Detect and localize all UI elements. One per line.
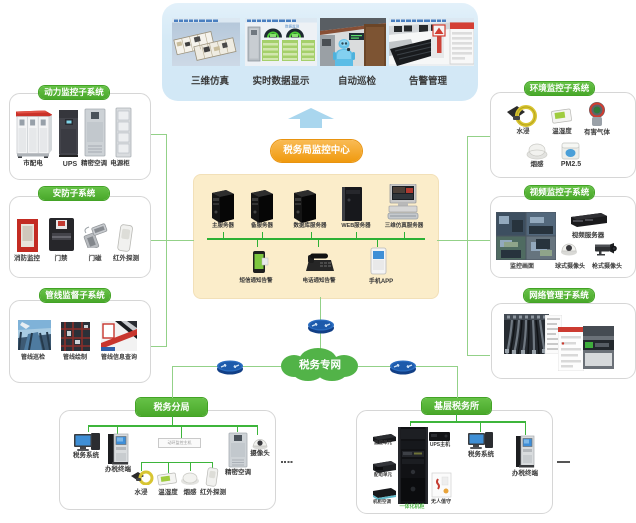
svg-text:税务专网: 税务专网	[299, 358, 341, 371]
svg-text:数据监测: 数据监测	[285, 24, 299, 29]
